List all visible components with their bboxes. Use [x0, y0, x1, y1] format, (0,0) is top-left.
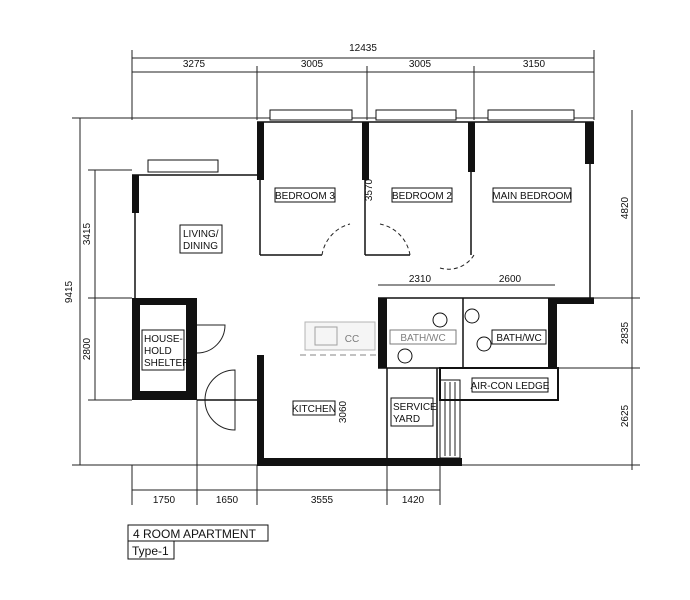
room-label-living-2: DINING [183, 241, 218, 252]
room-label-aircon: AIR-CON LEDGE [471, 381, 550, 392]
room-label-service-2: YARD [393, 414, 420, 425]
label-cc: CC [345, 334, 359, 345]
dim-bottom-2: 1650 [216, 495, 239, 506]
dim-top-2: 3005 [301, 59, 324, 70]
dim-kitchen-depth: 3060 [338, 400, 349, 423]
room-label-shelter-3: SHELTER [144, 358, 189, 369]
room-label-bath-1: BATH/WC [400, 333, 445, 344]
apartment-name: 4 ROOM APARTMENT [133, 527, 257, 541]
room-label-living-1: LIVING/ [183, 229, 219, 240]
dim-bottom-4: 1420 [402, 495, 425, 506]
dim-left-2: 2800 [82, 337, 93, 360]
room-aircon-ledge: AIR-CON LEDGE [471, 377, 550, 393]
dim-total-width: 12435 [349, 43, 377, 54]
room-label-kitchen: KITCHEN [292, 404, 336, 415]
room-kitchen: KITCHEN [292, 400, 336, 416]
dim-right-2: 2835 [620, 321, 631, 344]
dim-bath-2: 2600 [499, 274, 522, 285]
room-service-yard: SERVICE YARD [390, 397, 437, 427]
room-label-shelter-2: HOLD [144, 346, 172, 357]
dim-bottom-3: 3555 [311, 495, 334, 506]
dim-bottom-1: 1750 [153, 495, 176, 506]
room-bedroom3: BEDROOM 3 [274, 187, 336, 203]
room-label-service-1: SERVICE [393, 402, 437, 413]
apartment-type: Type-1 [132, 544, 169, 558]
room-label-bedroom3: BEDROOM 3 [275, 191, 335, 202]
room-label-bedroom2: BEDROOM 2 [392, 191, 452, 202]
room-bath-2: BATH/WC [491, 329, 547, 345]
dim-bedroom3-depth: 3570 [364, 178, 375, 201]
dim-right-3: 2625 [620, 404, 631, 427]
room-bedroom2: BEDROOM 2 [391, 187, 453, 203]
dim-left-1: 3415 [82, 222, 93, 245]
room-living-dining: LIVING/ DINING [179, 224, 223, 254]
dim-left-total: 9415 [64, 280, 75, 303]
walls [132, 109, 594, 466]
room-label-main-bedroom: MAIN BEDROOM [492, 191, 571, 202]
room-household-shelter: HOUSE- HOLD SHELTER [141, 329, 189, 371]
dim-top-3: 3005 [409, 59, 432, 70]
room-label-bath-2: BATH/WC [496, 333, 541, 344]
dim-right-1: 4820 [620, 196, 631, 219]
dim-top-1: 3275 [183, 59, 206, 70]
dim-top-4: 3150 [523, 59, 546, 70]
plan-title: 4 ROOM APARTMENT Type-1 [127, 524, 269, 560]
room-label-shelter-1: HOUSE- [144, 334, 183, 345]
room-bath-1: BATH/WC [389, 329, 457, 345]
dim-bath-1: 2310 [409, 274, 432, 285]
room-main-bedroom: MAIN BEDROOM [492, 187, 572, 203]
